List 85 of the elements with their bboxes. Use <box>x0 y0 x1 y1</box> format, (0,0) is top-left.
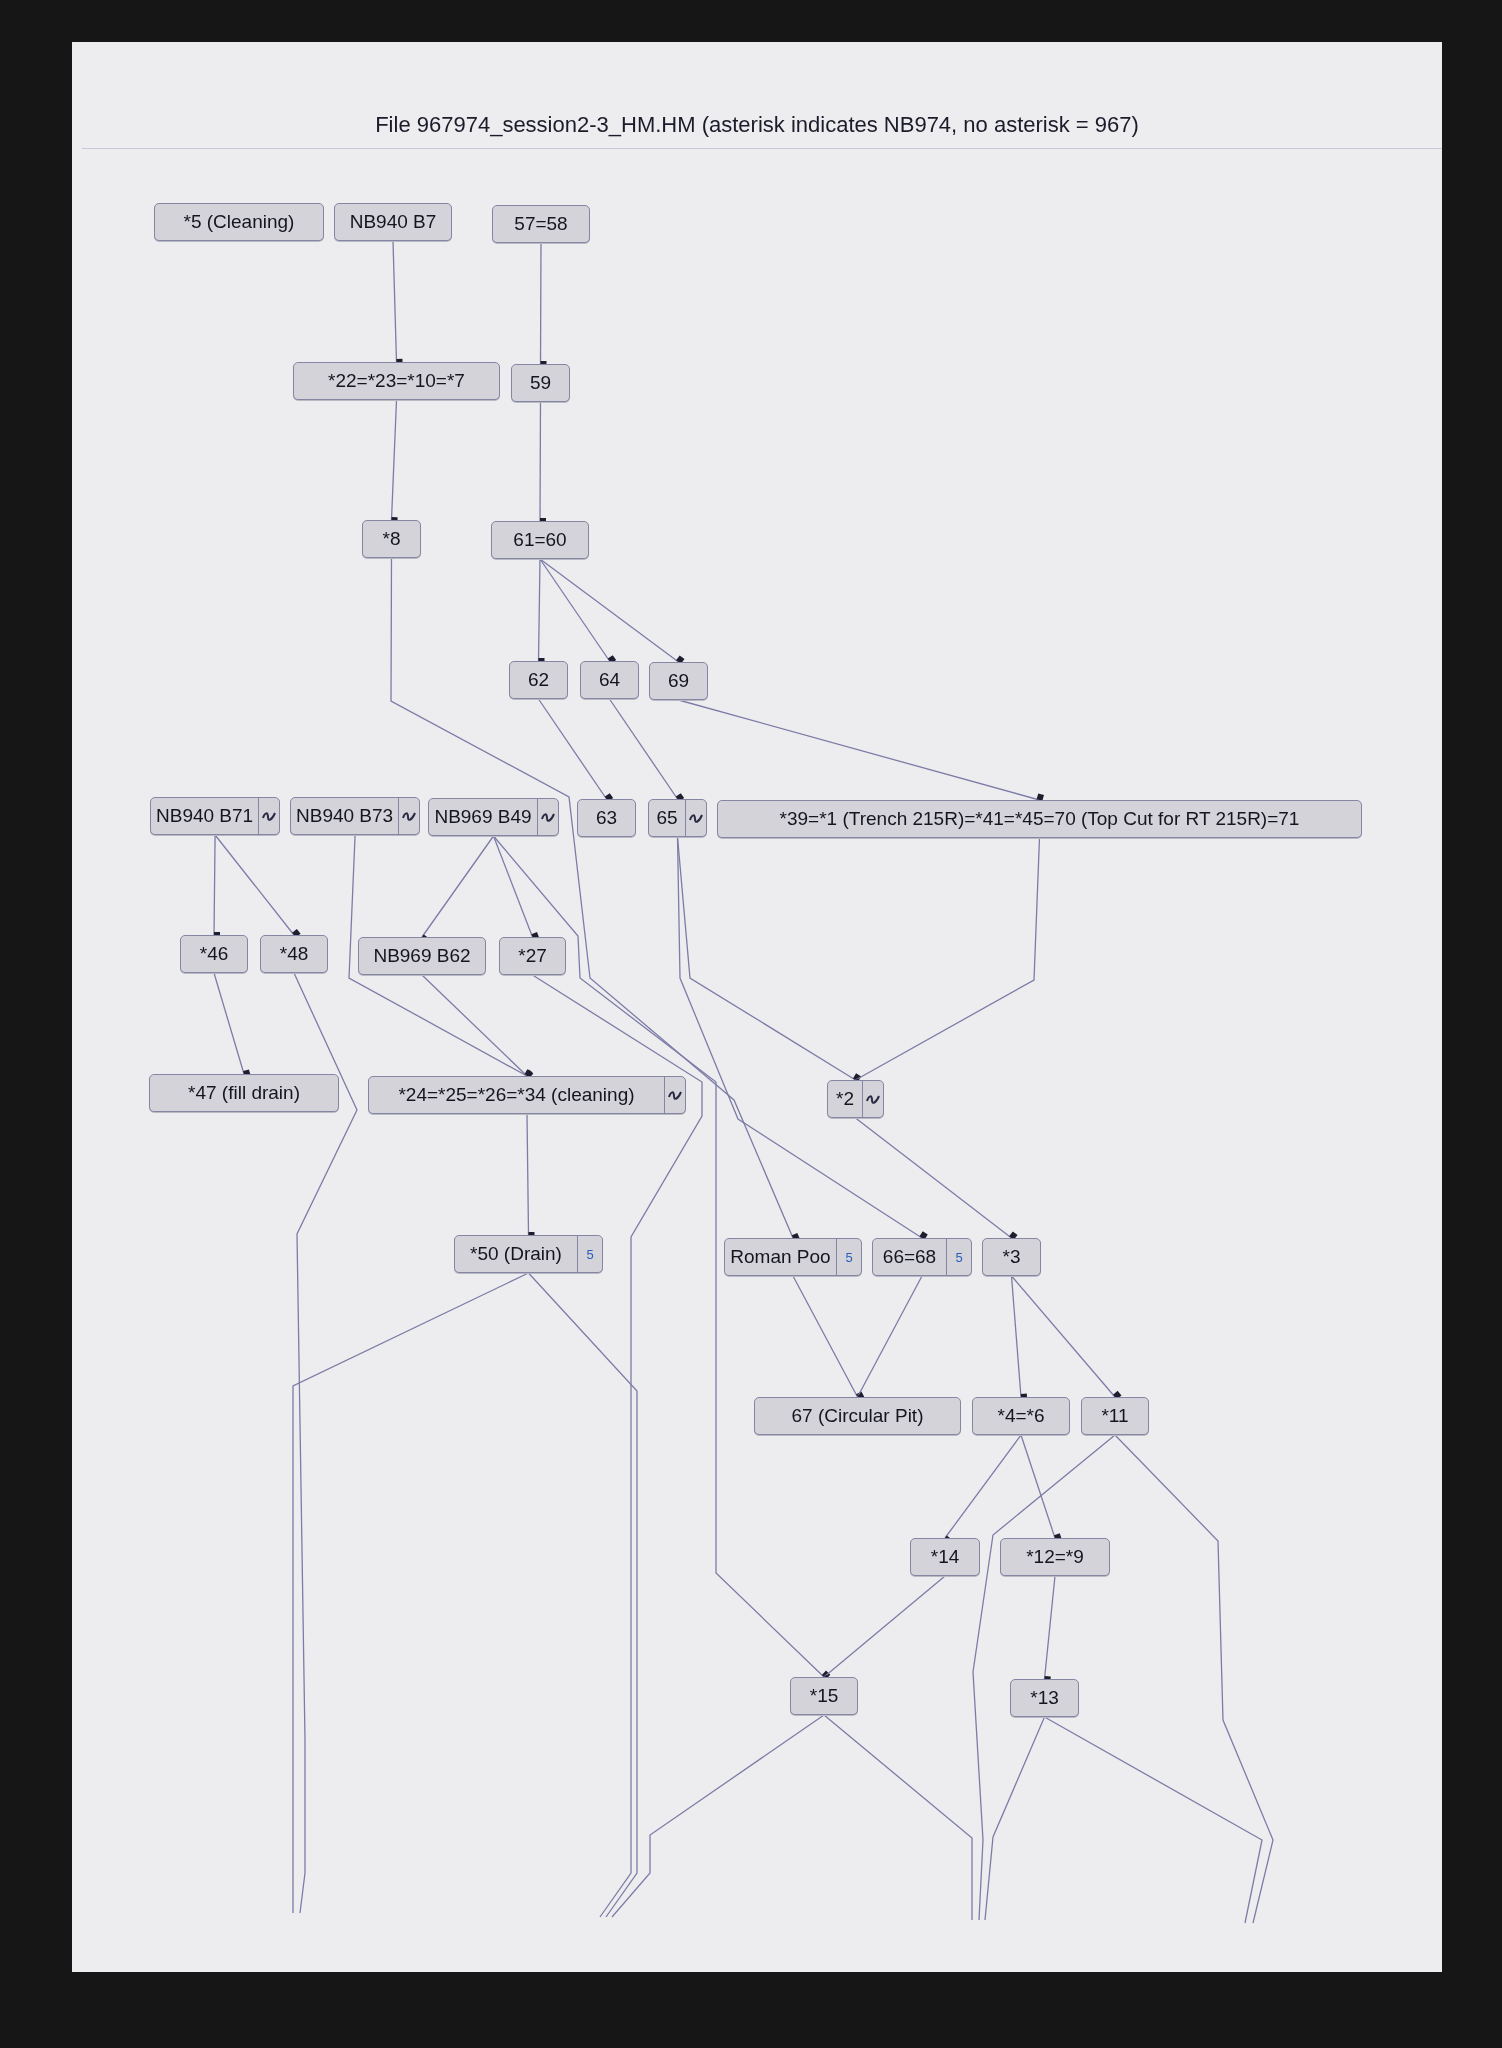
unit-box <box>872 1238 972 1276</box>
count-number: 5 <box>836 1239 861 1275</box>
unit-box <box>717 800 1362 838</box>
unit-box <box>511 364 570 402</box>
unit-label: NB940 B7 <box>348 210 438 234</box>
connector-line <box>676 836 862 1082</box>
connector-line <box>854 1117 1018 1240</box>
unit-box <box>972 1397 1070 1435</box>
unit-box <box>491 521 589 559</box>
unit-box <box>724 1238 862 1276</box>
page-title: File 967974_session2-3_HM.HM (asterisk indicates NB974, no asterisk = 967) <box>375 112 1139 137</box>
unit-label: 67 (Circular Pit) <box>790 1404 925 1428</box>
unit-box <box>648 799 707 837</box>
unit-box <box>910 1538 980 1576</box>
unit-box <box>149 1074 339 1112</box>
unit-label: 65 <box>655 806 679 830</box>
unit-box <box>790 1677 858 1715</box>
unit-label: NB940 B73 <box>295 804 395 828</box>
unit-box <box>180 935 248 973</box>
unit-label: 57=58 <box>513 212 569 236</box>
unit-label: Roman Poo <box>729 1245 832 1269</box>
connector-line <box>539 558 685 664</box>
connector-line <box>292 1272 530 1914</box>
connector-line <box>1114 1434 1274 1924</box>
unit-box <box>1010 1679 1079 1717</box>
unit-label: 66=68 <box>881 1245 938 1269</box>
connector-line <box>823 1714 973 1921</box>
unit-label: *11 <box>1100 1404 1130 1428</box>
unit-box <box>150 797 281 835</box>
connector-line <box>611 1714 825 1918</box>
connector-line <box>527 1272 638 1918</box>
unit-label: 62 <box>526 668 551 692</box>
unit-label: *5 (Cleaning) <box>182 210 296 234</box>
unit-box <box>358 937 486 975</box>
unit-box <box>492 205 590 243</box>
connector-line <box>293 972 358 1914</box>
unit-label: *39=*1 (Trench 215R)=*41=*45=70 (Top Cut for RT 215R)=71 <box>778 807 1301 831</box>
unit-box <box>1000 1538 1110 1576</box>
unit-box <box>649 662 708 700</box>
unit-box <box>499 937 566 975</box>
unit-label: *3 <box>1001 1245 1022 1269</box>
unit-label: *4=*6 <box>996 1404 1046 1428</box>
count-number: 5 <box>577 1236 602 1272</box>
unit-label: *24=*25=*26=*34 (cleaning) <box>397 1083 636 1107</box>
unit-label: 61=60 <box>512 528 568 552</box>
unit-label: *22=*23=*10=*7 <box>327 369 466 393</box>
unit-label: NB969 B49 <box>433 805 533 829</box>
unit-box <box>754 1397 961 1435</box>
count-number: 5 <box>946 1239 971 1275</box>
unit-box <box>827 1080 884 1118</box>
unit-box <box>290 797 421 835</box>
unit-label: *15 <box>808 1684 840 1708</box>
unit-label: 64 <box>597 668 622 692</box>
unit-box <box>509 661 568 699</box>
unit-box <box>334 203 452 241</box>
unit-label: *8 <box>381 527 402 551</box>
unit-box <box>362 520 421 558</box>
unit-label: 59 <box>528 371 553 395</box>
unit-label: *12=*9 <box>1025 1545 1085 1569</box>
unit-label: *48 <box>278 942 310 966</box>
unit-label: NB940 B71 <box>155 804 255 828</box>
unit-label: *2 <box>835 1087 855 1111</box>
unit-box <box>260 935 328 973</box>
unit-label: *50 (Drain) <box>469 1242 563 1266</box>
unit-label: *27 <box>517 944 548 968</box>
unit-box <box>154 203 324 241</box>
unit-box <box>982 1238 1041 1276</box>
unit-label: *46 <box>198 942 230 966</box>
unit-box <box>580 661 639 699</box>
unit-box <box>577 799 636 837</box>
unit-box <box>368 1076 686 1114</box>
unit-box <box>454 1235 603 1273</box>
unit-box <box>1081 1397 1149 1435</box>
unit-label: NB969 B62 <box>372 944 472 968</box>
unit-label: *14 <box>929 1545 961 1569</box>
connector-line <box>531 974 703 1918</box>
unit-box <box>293 362 500 400</box>
unit-box <box>428 798 559 836</box>
connector-line <box>1043 1716 1263 1924</box>
unit-label: 63 <box>594 806 619 830</box>
unit-label: *13 <box>1029 1686 1060 1710</box>
connector-line <box>972 1434 1116 1921</box>
unit-label: *47 (fill drain) <box>187 1081 301 1105</box>
connector-line <box>984 1716 1046 1921</box>
unit-label: 69 <box>666 669 691 693</box>
